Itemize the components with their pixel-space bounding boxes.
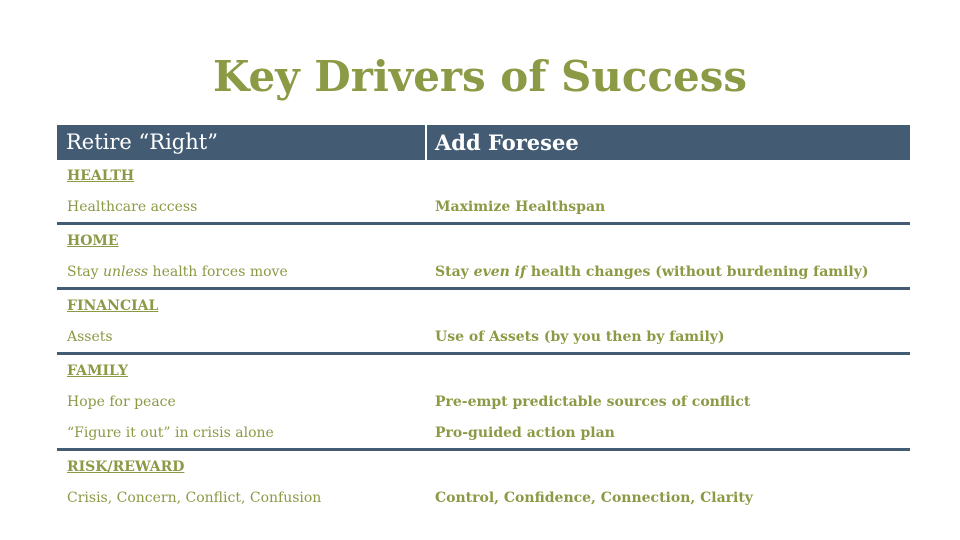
section-family: FAMILY Hope for peace Pre-empt predictab…	[57, 355, 910, 451]
slide-title: Key Drivers of Success	[212, 52, 748, 101]
section-health: HEALTH Healthcare access Maximize Health…	[57, 160, 910, 225]
left-cell: Healthcare access	[67, 198, 198, 215]
category-label: HOME	[67, 232, 119, 249]
category-label: HEALTH	[67, 167, 135, 184]
section-home: HOME Stay unless health forces move Stay…	[57, 225, 910, 290]
right-cell: Stay even if health changes (without bur…	[435, 263, 869, 280]
table-row: “Figure it out” in crisis alone Pro-guid…	[57, 417, 910, 448]
left-cell: “Figure it out” in crisis alone	[67, 424, 274, 441]
left-cell: Hope for peace	[67, 393, 176, 410]
header-retire-right: Retire “Right”	[57, 125, 427, 160]
table-row: Crisis, Concern, Conflict, Confusion Con…	[57, 482, 910, 513]
table-row: Hope for peace Pre-empt predictable sour…	[57, 386, 910, 417]
table-row: Stay unless health forces move Stay even…	[57, 256, 910, 287]
left-cell: Crisis, Concern, Conflict, Confusion	[67, 489, 322, 506]
right-cell: Pre-empt predictable sources of conflict	[435, 393, 751, 410]
right-cell: Control, Confidence, Connection, Clarity	[435, 489, 753, 506]
section-risk-reward: RISK/REWARD Crisis, Concern, Conflict, C…	[57, 451, 910, 513]
left-cell: Stay unless health forces move	[67, 263, 288, 280]
category-label: FAMILY	[67, 362, 128, 379]
drivers-table: Retire “Right” Add Foresee HEALTH Health…	[57, 125, 910, 513]
right-cell: Pro-guided action plan	[435, 424, 615, 441]
header-add-foresee: Add Foresee	[435, 130, 579, 155]
category-label: RISK/REWARD	[67, 458, 185, 475]
category-label: FINANCIAL	[67, 297, 159, 314]
table-header: Retire “Right” Add Foresee	[57, 125, 910, 160]
left-cell: Assets	[67, 328, 113, 345]
section-financial: FINANCIAL Assets Use of Assets (by you t…	[57, 290, 910, 355]
table-row: Healthcare access Maximize Healthspan	[57, 191, 910, 222]
right-cell: Use of Assets (by you then by family)	[435, 328, 725, 345]
table-row: Assets Use of Assets (by you then by fam…	[57, 321, 910, 352]
right-cell: Maximize Healthspan	[435, 198, 606, 215]
